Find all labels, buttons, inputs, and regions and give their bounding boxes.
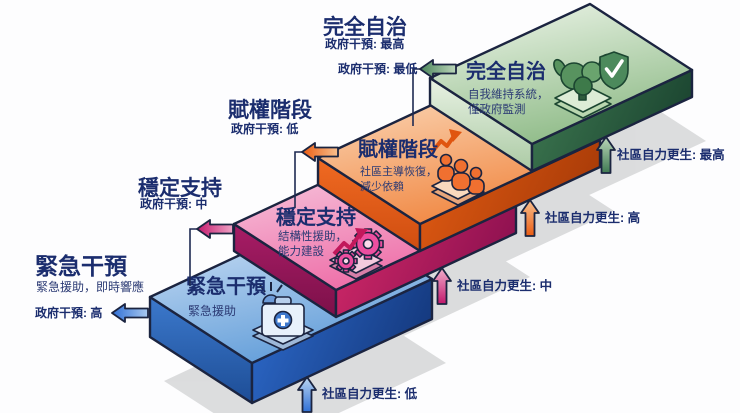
growth-arrow-icon-2 (430, 134, 456, 154)
cross-icon (277, 315, 289, 326)
gov-arrow-2 (196, 219, 234, 239)
connector-line-3 (294, 151, 302, 208)
stage-2-gov-label: 政府干預: 中 (140, 196, 207, 211)
stage-1-label-title: 緊急干預 (35, 253, 128, 279)
connector-line-4 (412, 68, 420, 126)
community-arrow-4 (596, 136, 616, 174)
step-1-desc: 緊急援助 (188, 303, 236, 318)
gov-arrow-1 (111, 303, 149, 323)
stage-4-community-label: 社區自力更生: 最高 (616, 147, 725, 162)
stage-4-label-title: 完全自治 (323, 15, 407, 39)
connector-line-2 (189, 228, 197, 286)
stage-4-label-subtitle: 政府干預: 最高 (325, 36, 404, 51)
community-people-icon (430, 129, 485, 206)
stage-2-community-label: 社區自力更生: 中 (456, 278, 552, 293)
gov-arrows (111, 59, 457, 323)
step-4-desc1: 自我維持系統， (468, 87, 549, 101)
left-labels: 緊急干預 緊急援助，即時響應 政府干預: 高 穩定支持 政府干預: 中 賦權階段… (35, 15, 417, 320)
gov-arrow-4 (419, 59, 457, 79)
step-3-desc1: 社區主導恢復， (360, 164, 437, 178)
right-labels: 社區自力更生: 低 社區自力更生: 中 社區自力更生: 高 社區自力更生: 最高 (321, 147, 725, 401)
growth-arrow-head (355, 228, 368, 240)
growth-arrow-icon (332, 232, 362, 256)
stage-1-label-subtitle: 緊急援助，即時響應 (36, 279, 144, 294)
first-aid-kit-icon (252, 282, 314, 351)
stage-3-community-label: 社區自力更生: 高 (544, 210, 640, 225)
step-4-title: 完全自治 (466, 59, 546, 83)
community-arrows (297, 136, 616, 413)
growth-arrow-head-2 (449, 129, 462, 142)
gears-growth-icon (329, 228, 384, 280)
people-figures (437, 153, 485, 195)
stage-4-gov-label: 政府干預: 最低 (338, 61, 417, 76)
stage-1-gov-label: 政府干預: 高 (35, 305, 102, 320)
connector-lines (189, 68, 420, 286)
stage-2-label-title: 穩定支持 (138, 176, 222, 200)
step-1-title: 緊急干預 (186, 274, 267, 298)
step-3-title: 賦權階段 (358, 137, 438, 161)
stage-3-gov-label: 政府干預: 低 (231, 121, 298, 136)
stage-3-label-title: 賦權階段 (228, 98, 312, 122)
step-2-desc2: 能力建設 (278, 244, 324, 258)
gear-small-icon (334, 249, 358, 273)
step-3-desc2: 減少依賴 (360, 179, 404, 193)
step-2-desc1: 結構性援助， (278, 229, 347, 243)
step-4-desc2: 僅政府監測 (468, 102, 526, 116)
community-arrow-3 (520, 199, 540, 237)
stage-1-community-label: 社區自力更生: 低 (321, 386, 418, 401)
shield-check-icon (599, 51, 629, 90)
plant-shield-icon (553, 51, 629, 119)
community-arrow-1 (297, 376, 317, 413)
step-2-title: 穩定支持 (276, 205, 356, 229)
gov-arrow-3 (301, 142, 339, 162)
community-arrow-2 (432, 267, 452, 305)
